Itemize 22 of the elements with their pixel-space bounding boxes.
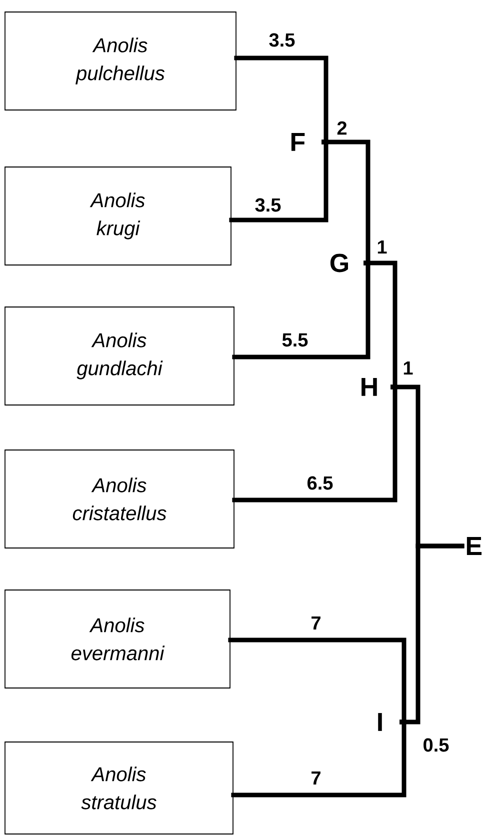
branch-length: 2 bbox=[336, 120, 348, 136]
node-letter: F bbox=[291, 133, 305, 151]
branch-length: 0.5 bbox=[422, 737, 450, 753]
node-letter: G bbox=[330, 254, 348, 272]
branch-length: 3.5 bbox=[254, 197, 282, 213]
branch-length: 7 bbox=[310, 615, 322, 631]
branch-length: 1 bbox=[402, 360, 414, 376]
branch-length: 1 bbox=[376, 239, 388, 255]
branch-length: 7 bbox=[310, 770, 322, 786]
branch-length: 6.5 bbox=[306, 475, 334, 491]
species-box: Anolis stratulus bbox=[4, 742, 234, 834]
species-box: Anolis evermanni bbox=[4, 590, 230, 688]
node-letter: H bbox=[362, 378, 377, 396]
species-box: Anolis krugi bbox=[4, 166, 232, 266]
node-letter: I bbox=[378, 713, 382, 731]
branch-length: 5.5 bbox=[280, 332, 310, 348]
species-box: Anolis cristatellus bbox=[4, 450, 234, 548]
species-box: Anolis pulchellus bbox=[4, 12, 236, 110]
branch-length: 3.5 bbox=[268, 32, 296, 48]
tree-branch bbox=[231, 720, 406, 798]
species-box: Anolis gundlachi bbox=[4, 306, 234, 406]
node-letter: E bbox=[466, 537, 482, 555]
